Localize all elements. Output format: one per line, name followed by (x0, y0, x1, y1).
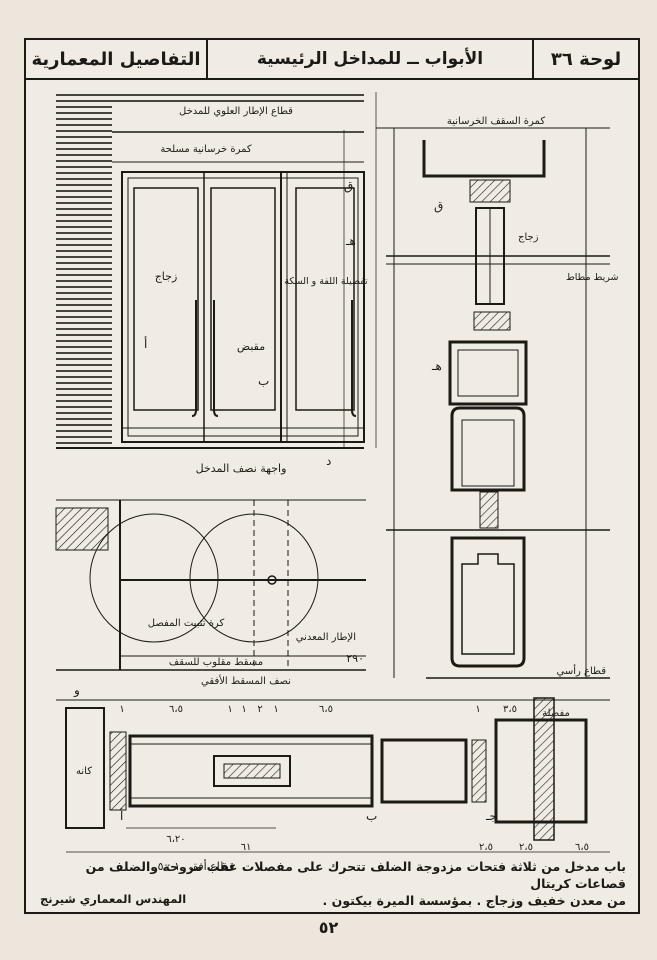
dim-2: ٢ (257, 704, 262, 715)
marker-q: ق (344, 179, 353, 193)
horizontal-section: كانه ٦،٥ ٦،٥ ١ ١ ١ ١ ١ ٢ ٦،٢٠ ٦١ ٢،٥ ٢،٥… (56, 683, 610, 870)
marker-h-section: هـ (431, 359, 442, 373)
marker-d: د (326, 454, 331, 468)
label-glass-elevation: زجاج (155, 270, 178, 283)
dim-2-5-b: ٢،٥ (519, 842, 533, 853)
wall-section-hatch (55, 507, 109, 551)
plate-number: لوحة ٣٦ (550, 48, 622, 70)
marker-b: ب (258, 374, 269, 388)
wall-hatch (56, 92, 112, 448)
label-aluminum-frame: الإطار المعدني (296, 632, 356, 643)
label-ceiling-plan: مسقط مقلوب للسقف (169, 657, 263, 668)
dim-3-5: ٣،٥ (503, 704, 517, 715)
dim-1-e: ١ (475, 704, 480, 715)
dim-61: ٦١ (241, 842, 252, 853)
dim-2-5-a: ٢،٥ (479, 842, 493, 853)
ceiling-plan: كرة تثبيت المفصل مسقط مقلوب للسقف نصف ال… (55, 499, 366, 687)
dim-6-5-b: ٦،٥ (319, 704, 333, 715)
label-pivot-rose: كرة تثبيت المفصل (148, 618, 225, 629)
door-elevation: قطاع الإطار العلوي للمدخل كمرة خرسانية م… (56, 92, 377, 475)
title-bar: التفاصيل المعمارية الأبواب ــ للمداخل ال… (26, 40, 638, 80)
page-title: الأبواب ــ للمداخل الرئيسية (208, 40, 534, 78)
label-rubber-strip: شريط مطاط (566, 272, 618, 283)
architectural-drawing: قطاع الإطار العلوي للمدخل كمرة خرسانية م… (55, 92, 618, 870)
dim-1-c: ١ (241, 704, 246, 715)
marker-h: هـ (345, 234, 356, 248)
caption-line-1: باب مدخل من ثلاثة فتحات مزدوجة الضلف تتح… (85, 859, 626, 891)
marker-b-plan: ب (366, 809, 377, 823)
dim-6-5-a: ٦،٥ (169, 704, 183, 715)
label-elevation-caption: واجهة نصف المدخل (196, 462, 287, 475)
label-concrete-beam: كمرة خرسانية مسلحة (160, 144, 252, 155)
dim-6-20: ٦،٢٠ (166, 834, 185, 845)
page-number: ٥٢ (318, 918, 339, 937)
vertical-section: كمرة السقف الخرسانية زجاج شريط مطاط ق هـ… (376, 116, 618, 679)
caption-line-2: من معدن خفيف وزجاج . بمؤسسة الميرة بيكتو… (322, 893, 626, 908)
drawing-sheet: التفاصيل المعمارية الأبواب ــ للمداخل ال… (24, 38, 640, 914)
marker-w-plan: و (73, 683, 80, 698)
credit: المهندس المعماري شيرنج (40, 892, 187, 906)
label-cabinet: كانه (76, 766, 92, 777)
label-upper-panel: تفصيلة اللفة و السكة (284, 276, 368, 287)
dim-1-d: ١ (273, 704, 278, 715)
label-handle: مقبض (237, 340, 265, 353)
lintel-hatch (112, 92, 364, 102)
subject-title: التفاصيل المعمارية (26, 40, 208, 78)
marker-a-plan: أ (120, 808, 123, 823)
drawing-caption: باب مدخل من ثلاثة فتحات مزدوجة الضلف تتح… (38, 858, 626, 909)
dim-1-b: ١ (227, 704, 232, 715)
label-section-caption: قطاع رأسي (557, 664, 607, 677)
dim-1-a: ١ (119, 704, 124, 715)
label-ceiling-beam: كمرة السقف الخرسانية (447, 116, 545, 127)
dim-6-5-c: ٦،٥ (575, 842, 589, 853)
marker-q-section: ق (434, 199, 443, 213)
marker-j-plan: جـ (485, 809, 497, 823)
label-top-frame: قطاع الإطار العلوي للمدخل (179, 106, 293, 117)
label-plan-caption: قطاع أفقي ١ : ٥ (158, 859, 235, 870)
label-glass-section: زجاج (518, 232, 539, 243)
plan-dimension: ٢٩٠ (346, 652, 364, 665)
label-pivot: مفصلة (542, 708, 570, 719)
label-floor-line: نصف المسقط الأفقي (201, 674, 291, 687)
marker-a: أ (144, 336, 147, 351)
